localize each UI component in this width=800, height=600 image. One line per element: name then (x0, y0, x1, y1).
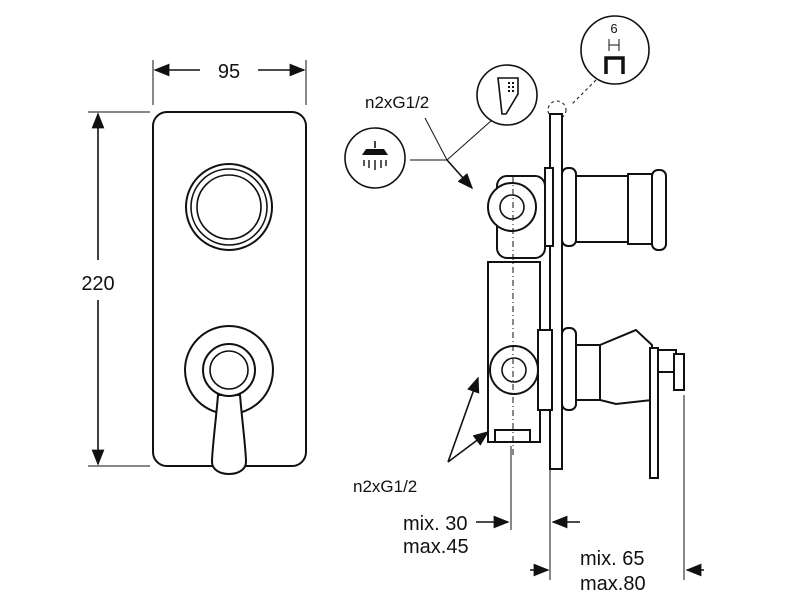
side-view (487, 113, 685, 479)
hand-shower-icon (476, 64, 538, 126)
height-dimension: 220 (81, 111, 150, 467)
depth-dimension: mix. 30 max.45 (403, 446, 580, 580)
diverter-knob (185, 163, 273, 251)
projection-min-label: mix. 65 (580, 548, 644, 570)
depth-min-label: mix. 30 (403, 513, 467, 535)
top-connection-label: n2xG1/2 (365, 93, 429, 112)
top-outlet (487, 167, 554, 259)
front-view: 95 220 (81, 60, 307, 475)
projection-dimension: mix. 65 max.80 (530, 395, 704, 595)
detail-bubble: 6 (547, 15, 650, 120)
side-mixer-handle (561, 327, 685, 479)
side-diverter-handle (561, 167, 667, 251)
mixer-handle (184, 325, 274, 475)
bottom-connection-callout: n2xG1/2 (353, 376, 490, 496)
width-dimension: 95 (152, 60, 307, 105)
top-connection-callout: n2xG1/2 (365, 93, 493, 190)
width-label: 95 (218, 61, 240, 83)
detail-value: 6 (610, 21, 617, 36)
bottom-outlet (489, 329, 553, 411)
bottom-connection-label: n2xG1/2 (353, 477, 417, 496)
height-label: 220 (81, 273, 114, 295)
depth-max-label: max.45 (403, 536, 469, 558)
shower-head-icon (344, 127, 406, 189)
projection-max-label: max.80 (580, 573, 646, 595)
